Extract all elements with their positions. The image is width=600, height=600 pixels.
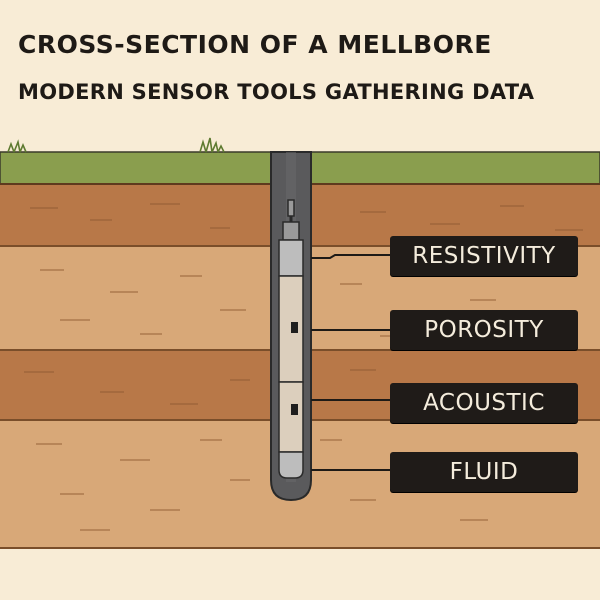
- sensor-label-fluid: FLUID: [390, 452, 578, 492]
- sensor-label-resistivity: RESISTIVITY: [390, 236, 578, 276]
- logging-tool: [278, 199, 304, 479]
- tool-section-3: [278, 381, 304, 453]
- sensor-window-acoustic: [291, 404, 298, 415]
- diagram-title: CROSS-SECTION OF A MELLBORE: [18, 30, 492, 59]
- sensor-label-porosity: POROSITY: [390, 310, 578, 350]
- tool-nose: [278, 451, 304, 479]
- leader-lines: [311, 254, 390, 471]
- tool-section-1: [278, 239, 304, 277]
- diagram-subtitle: MODERN SENSOR TOOLS GATHERING DATA: [18, 80, 535, 104]
- leader-line-resistivity: [311, 254, 390, 259]
- sensor-window-porosity: [291, 322, 298, 333]
- sensor-label-acoustic: ACOUSTIC: [390, 383, 578, 423]
